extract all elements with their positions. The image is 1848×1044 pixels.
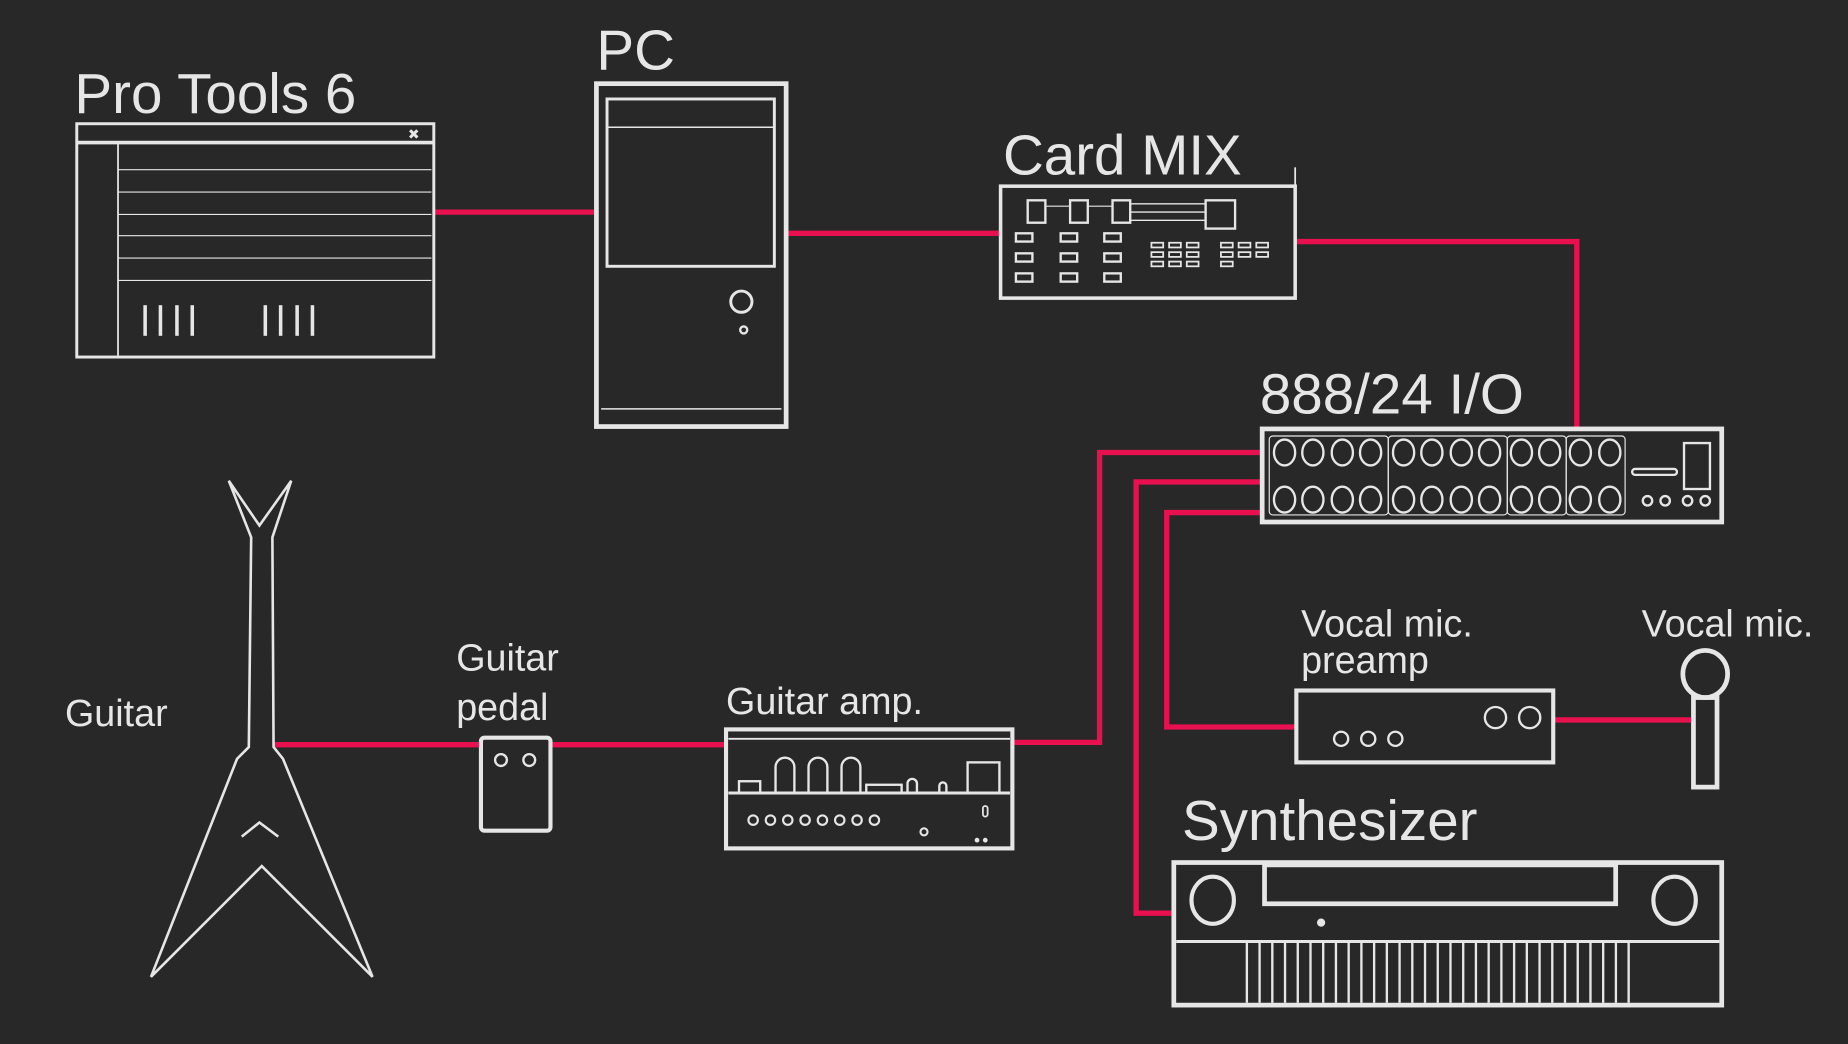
- guitar-pedal[interactable]: Guitar pedal: [456, 636, 559, 833]
- io-frame: [1259, 426, 1725, 525]
- pc-case: [594, 81, 789, 429]
- protools-frame: [75, 122, 436, 359]
- guitar-inlay: [240, 820, 280, 838]
- amp-led-icon: [974, 837, 980, 843]
- cardmix-frame: [998, 184, 1297, 300]
- io-jack-icon: [1568, 438, 1593, 467]
- io-jack-icon: [1391, 485, 1416, 514]
- io-jack-icon: [1568, 485, 1593, 514]
- vocal-mic-preamp[interactable]: Vocal mic. preamp: [1294, 602, 1556, 765]
- pedal-label-line1: Guitar: [456, 636, 559, 678]
- synth-display: [1262, 862, 1619, 907]
- io-meter: [1682, 441, 1712, 491]
- amp-knob-icon: [782, 814, 794, 826]
- protools-label: Pro Tools 6: [74, 62, 356, 125]
- io-jack-icon: [1358, 438, 1383, 467]
- vocal-mic[interactable]: Vocal mic.: [1642, 602, 1814, 790]
- amp-frame: [723, 727, 1015, 851]
- guitar-outline: [149, 480, 374, 978]
- io-jack-icon: [1420, 438, 1444, 467]
- protools-window[interactable]: Pro Tools 6 ✖: [74, 62, 436, 359]
- cardmix-ports: [1150, 241, 1269, 268]
- pc-drive-bay: [605, 97, 776, 268]
- led-icon: [739, 325, 749, 335]
- io-groups: [1268, 435, 1626, 516]
- guitar-amp[interactable]: Guitar amp.: [723, 680, 1015, 851]
- mic-label: Vocal mic.: [1642, 602, 1814, 644]
- io-jack-icon: [1391, 438, 1416, 467]
- close-icon[interactable]: ✖: [408, 126, 420, 142]
- io-jack-icon: [1358, 485, 1383, 514]
- amp-knob-icon: [799, 814, 811, 826]
- io-jack-icon: [1301, 438, 1325, 467]
- preamp-frame: [1294, 688, 1556, 765]
- synth-knob-icon: [1189, 874, 1236, 926]
- io-jack-icon: [1598, 438, 1622, 467]
- cables: [273, 209, 1694, 916]
- amp-label: Guitar amp.: [726, 680, 923, 722]
- cardmix-device[interactable]: Card MIX: [998, 123, 1297, 300]
- power-button-icon: [729, 289, 754, 314]
- amp-knob-icon: [833, 814, 846, 826]
- protools-track-lines: [118, 169, 432, 282]
- synth-knob-icon: [1651, 874, 1698, 926]
- amp-switch: [982, 805, 989, 818]
- amp-jack-icon: [919, 827, 929, 837]
- io-jack-icon: [1272, 485, 1297, 514]
- io-interface[interactable]: 888/24 I/O: [1259, 363, 1725, 525]
- synthesizer[interactable]: Synthesizer: [1171, 789, 1725, 1008]
- io-jack-icon: [1509, 438, 1534, 467]
- io-jack-icon: [1537, 438, 1562, 467]
- guitar-label: Guitar: [65, 692, 168, 734]
- io-jack-icon: [1509, 485, 1534, 514]
- io-jack-icon: [1330, 438, 1355, 467]
- cable-amp-io: [1013, 449, 1263, 745]
- amp-knob-icon: [764, 814, 777, 826]
- io-jack-icon: [1537, 485, 1562, 514]
- io-jack-icon: [1449, 485, 1474, 514]
- amp-knob-icon: [851, 814, 863, 826]
- io-slot: [1630, 467, 1679, 477]
- synth-led-icon: [1316, 918, 1326, 927]
- cable-cardmix-io: [1295, 238, 1580, 428]
- protools-faders: [143, 305, 315, 336]
- cable-synth-io: [1133, 479, 1263, 916]
- amp-knob-icon: [868, 814, 881, 826]
- synth-keys: [1245, 941, 1630, 1003]
- cardmix-label: Card MIX: [1003, 123, 1242, 186]
- io-jack-icon: [1272, 438, 1297, 467]
- preamp-label-line1: Vocal mic.: [1301, 602, 1473, 644]
- preamp-knobs: [1332, 705, 1542, 748]
- io-jack-icon: [1449, 438, 1474, 467]
- io-small-knobs: [1641, 494, 1712, 507]
- pedal-label-line2: pedal: [456, 686, 548, 728]
- io-jack-icon: [1477, 485, 1502, 514]
- cable-preamp-io: [1164, 509, 1297, 730]
- cardmix-chips: [1014, 199, 1237, 283]
- pc-label: PC: [596, 19, 675, 82]
- io-jack-icon: [1477, 438, 1502, 467]
- io-jack-icon: [1598, 485, 1622, 514]
- io-jack-icon: [1420, 485, 1444, 514]
- amp-knob-icon: [816, 814, 829, 826]
- pedal-body: [478, 735, 553, 833]
- preamp-label-line2: preamp: [1301, 639, 1429, 681]
- mic-handle: [1691, 695, 1720, 790]
- amp-knob-icon: [747, 814, 759, 826]
- io-jack-icon: [1330, 485, 1355, 514]
- amp-tubes: [737, 756, 1001, 795]
- io-label: 888/24 I/O: [1260, 363, 1524, 426]
- guitar[interactable]: Guitar: [65, 480, 374, 978]
- amp-led-icon: [982, 837, 988, 843]
- io-jack-icon: [1301, 485, 1325, 514]
- pc-tower[interactable]: PC: [594, 19, 789, 429]
- io-jacks: [1272, 438, 1622, 514]
- pedal-knob-icon: [522, 752, 537, 768]
- amp-knobs: [747, 814, 881, 826]
- synth-label: Synthesizer: [1182, 789, 1477, 852]
- pedal-knob-icon: [493, 752, 509, 768]
